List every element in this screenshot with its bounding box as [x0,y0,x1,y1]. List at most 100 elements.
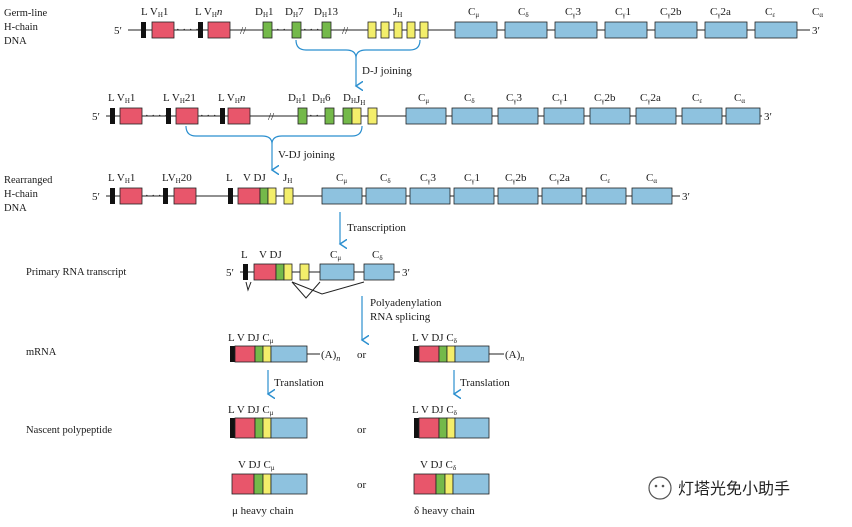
delta-heavy-chain-label: δ heavy chain [414,505,475,517]
jh-segment-5 [419,21,429,39]
jh-segment-1 [367,21,377,39]
svg-text:· · · ·: · · · · [176,24,199,36]
vdj-joining-label: V-DJ joining [278,149,335,161]
svg-text:Cγ2b: Cγ2b [505,172,527,185]
translation-label-mu: Translation [274,377,324,389]
primary-transcript-label: Primary RNA transcript [26,267,126,278]
svg-text:DH6: DH6 [312,92,331,105]
svg-text:L VHn: L VHn [218,92,246,105]
polyadenylation-label: Polyadenylation [370,297,442,309]
svg-text:DH1: DH1 [255,6,274,19]
watermark: 灯塔光免小助手 [648,476,790,500]
svg-text:L VH1: L VH1 [141,6,168,19]
dh13-segment [321,21,332,39]
svg-text:5′: 5′ [92,191,100,203]
nascent-row: Nascent polypeptide L V DJ Cμ or L V DJ … [26,404,490,439]
germline-label-1: Germ-line [4,8,47,19]
svg-text:or: or [357,424,367,436]
svg-text:· · · ·: · · · · [200,110,223,122]
mrna-label: mRNA [26,347,57,358]
watermark-text: 灯塔光免小助手 [678,479,790,498]
dj-joined-row: 5′ 3′ L VH1 · · · · L VH21 · · · · L VHn… [92,92,772,125]
leader-segment [141,22,146,38]
mrna-row: mRNA L V DJ Cμ (A)n or L V DJ Cδ (A)n [26,332,524,363]
svg-text:L VH1: L VH1 [108,172,135,185]
svg-text:Cγ3: Cγ3 [420,172,436,185]
vh1-segment [151,21,175,39]
svg-text:· · ·: · · · [303,24,320,36]
svg-text:Cα: Cα [812,6,823,19]
or-label-mrna: or [357,349,367,361]
svg-text://: // [342,25,349,37]
svg-text:(A)n: (A)n [321,349,340,363]
svg-text://: // [268,111,275,123]
svg-text:Cγ2a: Cγ2a [549,172,570,185]
svg-text:DNA: DNA [4,203,27,214]
svg-text:Cγ1: Cγ1 [615,6,631,19]
germline-3prime: 3′ [812,25,820,37]
jh-segment-2 [380,21,390,39]
svg-text:Cγ2a: Cγ2a [710,6,731,19]
transcription-label: Transcription [347,222,406,234]
svg-text:Cα: Cα [646,172,657,185]
germline-label-2: H-chain [4,22,39,33]
svg-text:Cγ1: Cγ1 [552,92,568,105]
splicing-label: RNA splicing [370,311,431,323]
svg-text:L V DJ Cμ: L V DJ Cμ [228,332,274,345]
svg-text:V DJ: V DJ [259,249,282,261]
svg-text:L VH1: L VH1 [108,92,135,105]
germline-constant-regions: Cμ Cδ Cγ3 Cγ1 Cγ2b Cγ2a Cε Cα [454,6,823,39]
svg-text:Cγ1: Cγ1 [464,172,480,185]
svg-text:Cμ: Cμ [336,172,347,185]
dh7-segment [291,21,302,39]
svg-text:L: L [241,249,248,261]
germline-5prime: 5′ [114,25,122,37]
svg-text:Cγ3: Cγ3 [565,6,581,19]
svg-text:DHJH: DHJH [343,92,365,107]
svg-text:DH1: DH1 [288,92,307,105]
svg-text:Cγ2a: Cγ2a [640,92,661,105]
svg-text:L V DJ Cμ: L V DJ Cμ [228,404,274,417]
svg-text:Cδ: Cδ [380,172,391,185]
svg-text:(A)n: (A)n [505,349,524,363]
svg-text:3′: 3′ [764,111,772,123]
leader-segment-2 [198,22,203,38]
svg-text:Cε: Cε [692,92,702,105]
germline-label-3: DNA [4,36,27,47]
svg-text:L V DJ Cδ: L V DJ Cδ [412,404,458,417]
jh-segment-3 [393,21,403,39]
svg-text:Cε: Cε [765,6,775,19]
dj-joining-label: D-J joining [362,65,412,77]
svg-text:Cγ3: Cγ3 [506,92,522,105]
svg-text:V DJ Cδ: V DJ Cδ [420,459,457,472]
svg-text:· ·: · · [309,110,319,122]
svg-text:Cα: Cα [734,92,745,105]
svg-text:L VHn: L VHn [195,6,223,19]
svg-text:Cδ: Cδ [518,6,529,19]
svg-text:V DJ: V DJ [243,172,266,184]
jh-segment-4 [406,21,416,39]
svg-text:Cμ: Cμ [468,6,479,19]
heavy-chain-row: V DJ Cμ μ heavy chain or V DJ Cδ δ heavy… [231,459,490,517]
svg-text:· · · ·: · · · · [145,190,168,202]
wechat-icon [648,476,672,500]
svg-text://: // [240,25,247,37]
svg-text:Cμ: Cμ [330,249,341,262]
svg-text:or: or [357,479,367,491]
mu-heavy-chain-label: μ heavy chain [232,505,294,517]
svg-text:Cδ: Cδ [372,249,383,262]
svg-text:Cμ: Cμ [418,92,429,105]
svg-text:Rearranged: Rearranged [4,175,53,186]
vhn-segment [207,21,231,39]
svg-text:H-chain: H-chain [4,189,39,200]
svg-text:JH: JH [393,6,402,19]
svg-text:Cε: Cε [600,172,610,185]
dj-brace [295,39,421,59]
svg-text:3′: 3′ [682,191,690,203]
svg-text:5′: 5′ [226,267,234,279]
translation-label-delta: Translation [460,377,510,389]
svg-text:L VH21: L VH21 [163,92,196,105]
svg-text:Cγ2b: Cγ2b [594,92,616,105]
svg-text:JH: JH [283,172,292,185]
